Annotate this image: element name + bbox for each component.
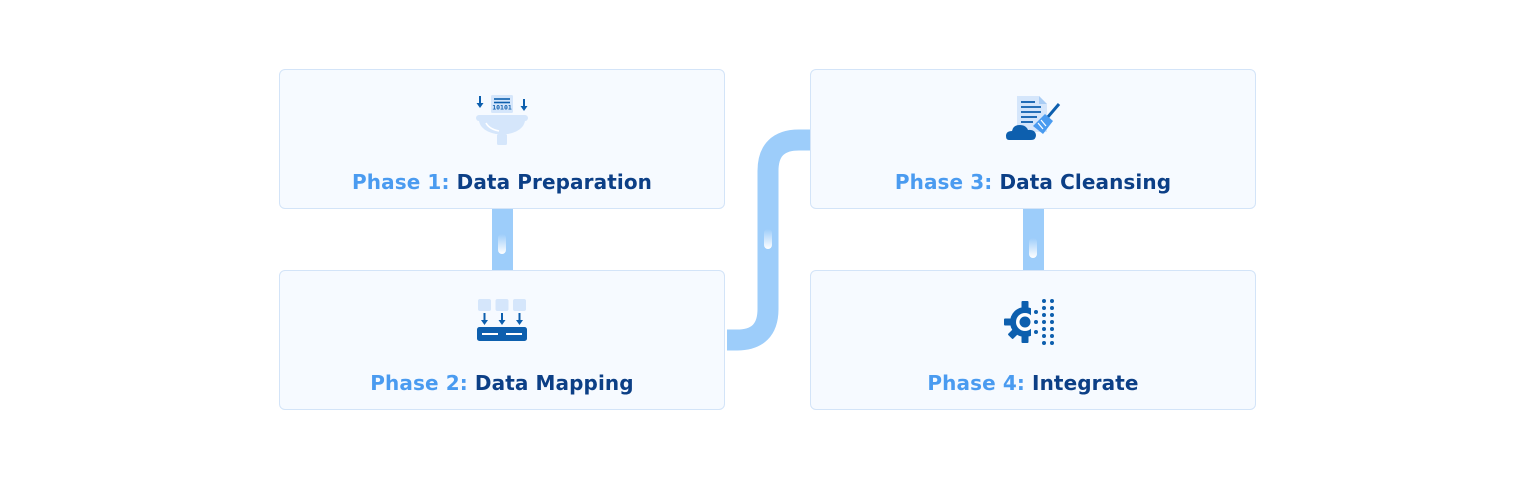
phase-card-3: Phase 3: Data Cleansing — [810, 69, 1256, 209]
data-funnel-icon: 10101 — [472, 92, 532, 152]
phase-card-2: Phase 2: Data Mapping — [279, 270, 725, 410]
phase-name: Integrate — [1032, 371, 1139, 395]
phase-prefix: Phase 3: — [894, 170, 993, 194]
phase-name: Data Mapping — [474, 371, 634, 395]
phase-card-4: Phase 4: Integrate — [810, 270, 1256, 410]
svg-text:10101: 10101 — [492, 104, 512, 112]
phase-title-2: Phase 2: Data Mapping — [280, 371, 724, 395]
data-cleansing-icon — [1003, 92, 1063, 152]
phase-prefix: Phase 2: — [370, 371, 468, 395]
phase-card-1: 10101 Phase 1: Data Preparation — [279, 69, 725, 209]
phase-name: Data Cleansing — [999, 170, 1172, 194]
phase-title-1: Phase 1: Data Preparation — [280, 170, 724, 194]
data-mapping-icon — [472, 293, 532, 353]
phase-name: Data Preparation — [456, 170, 652, 194]
gear-integration-icon — [1003, 293, 1063, 353]
phase-prefix: Phase 4: — [927, 371, 1025, 395]
connector-2-3-highlight — [764, 229, 772, 249]
phase-title-3: Phase 3: Data Cleansing — [811, 170, 1255, 194]
phase-title-4: Phase 4: Integrate — [811, 371, 1255, 395]
connector-1-2-highlight — [498, 234, 506, 254]
phase-prefix: Phase 1: — [352, 170, 450, 194]
connector-3-4-highlight — [1029, 238, 1037, 258]
